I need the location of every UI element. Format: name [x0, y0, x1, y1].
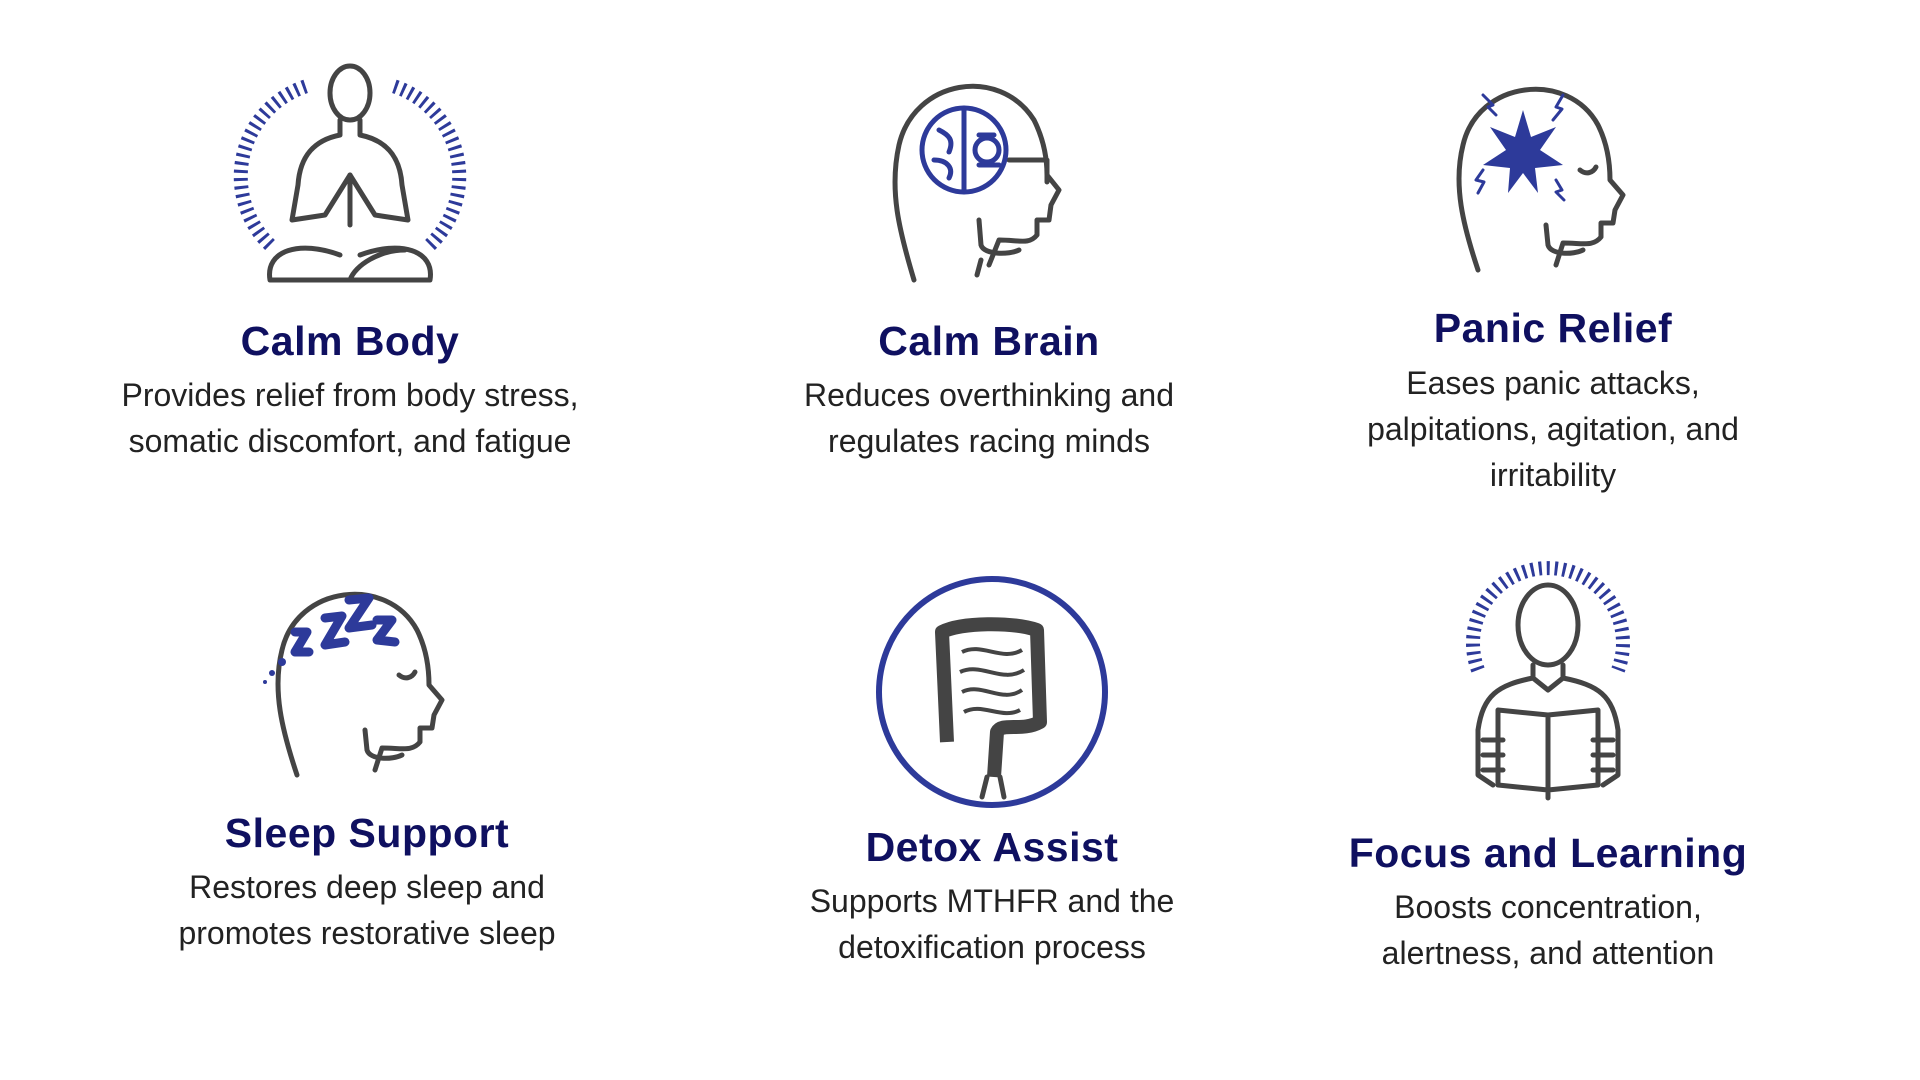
benefit-title: Sleep Support [224, 810, 510, 856]
benefit-title: Detox Assist [865, 824, 1119, 870]
benefit-focus-learning: Focus and Learning Boosts concentration,… [1228, 0, 1868, 1080]
description-line: Reduces overthinking and [803, 377, 1174, 413]
reading-person-icon [1466, 561, 1630, 801]
panic-head-icon [1456, 86, 1626, 273]
intestine-icon [876, 576, 1108, 808]
benefit-title: Calm Brain [878, 318, 1100, 364]
benefit-description: Provides relief from body stress, somati… [30, 372, 670, 464]
description-line: regulates racing minds [828, 423, 1150, 459]
benefit-title: Focus and Learning [1348, 830, 1748, 876]
benefit-sleep-support: Sleep Support Restores deep sleep and pr… [47, 0, 687, 1080]
description-line: Provides relief from body stress, [121, 377, 579, 413]
description-line: palpitations, agitation, and [1367, 411, 1739, 447]
description-line: irritability [1489, 457, 1617, 493]
description-line: detoxification process [838, 929, 1146, 965]
benefit-detox-assist: Detox Assist Supports MTHFR and the deto… [672, 0, 1312, 1080]
benefit-description: Eases panic attacks, palpitations, agita… [1233, 360, 1873, 498]
benefit-panic-relief: Panic Relief Eases panic attacks, palpit… [1233, 0, 1873, 520]
benefit-description: Boosts concentration, alertness, and att… [1228, 884, 1868, 976]
benefit-description: Reduces overthinking and regulates racin… [669, 372, 1309, 464]
benefit-title: Calm Body [240, 318, 460, 364]
description-line: Eases panic attacks, [1406, 365, 1700, 401]
meditation-icon [233, 63, 467, 283]
benefit-calm-body: Calm Body Provides relief from body stre… [30, 0, 670, 520]
description-line: alertness, and attention [1381, 935, 1715, 971]
sleeping-head-icon [263, 591, 445, 778]
benefit-calm-brain: Calm Brain Reduces overthinking and regu… [669, 0, 1309, 520]
description-line: Restores deep sleep and [189, 869, 545, 905]
brain-gear-head-icon [892, 83, 1062, 283]
benefit-title: Panic Relief [1433, 305, 1673, 351]
description-line: Supports MTHFR and the [809, 883, 1175, 919]
benefit-description: Restores deep sleep and promotes restora… [47, 864, 687, 956]
description-line: somatic discomfort, and fatigue [128, 423, 572, 459]
description-line: Boosts concentration, [1394, 889, 1702, 925]
description-line: promotes restorative sleep [178, 915, 556, 951]
benefit-description: Supports MTHFR and the detoxification pr… [672, 878, 1312, 970]
